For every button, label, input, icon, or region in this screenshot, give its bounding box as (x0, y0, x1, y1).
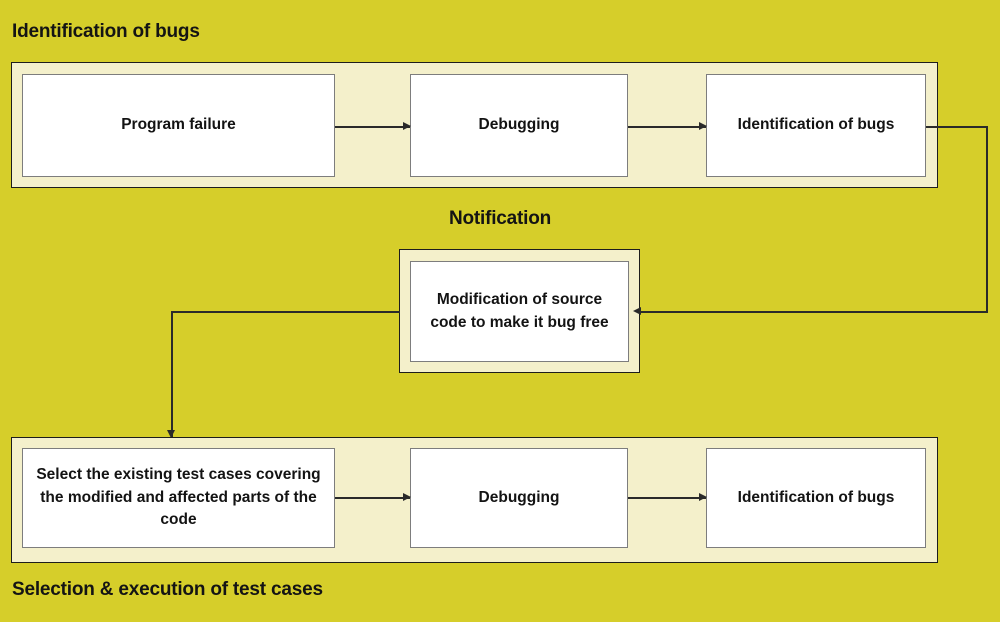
node-identification-of-bugs-bottom[interactable]: Identification of bugs (706, 448, 926, 548)
connector-select-tests-to-debugging (335, 497, 410, 499)
node-modification-of-source-code[interactable]: Modification of source code to make it b… (410, 261, 629, 362)
connector-feedback-segment-right (986, 126, 988, 313)
node-program-failure[interactable]: Program failure (22, 74, 335, 177)
connector-program-failure-to-debugging (335, 126, 410, 128)
connector-debugging-to-identification-top (628, 126, 706, 128)
connector-modification-segment-left (171, 311, 400, 313)
connector-feedback-segment-top (926, 126, 988, 128)
arrowhead-right-icon (403, 122, 411, 130)
arrowhead-down-icon (167, 430, 175, 438)
arrowhead-left-icon (633, 307, 641, 315)
node-select-existing-test-cases[interactable]: Select the existing test cases covering … (22, 448, 335, 548)
stage-caption-identification-of-bugs: Identification of bugs (12, 21, 200, 42)
connector-debugging-to-identification-bottom (628, 497, 706, 499)
arrowhead-right-icon (699, 122, 707, 130)
connector-modification-segment-down (171, 311, 173, 437)
node-debugging-top[interactable]: Debugging (410, 74, 628, 177)
arrowhead-right-icon (403, 493, 411, 501)
node-identification-of-bugs-top[interactable]: Identification of bugs (706, 74, 926, 177)
arrowhead-right-icon (699, 493, 707, 501)
node-debugging-bottom[interactable]: Debugging (410, 448, 628, 548)
stage-caption-notification: Notification (448, 208, 552, 229)
stage-caption-selection-execution: Selection & execution of test cases (12, 579, 323, 600)
connector-feedback-segment-into-modification (640, 311, 988, 313)
